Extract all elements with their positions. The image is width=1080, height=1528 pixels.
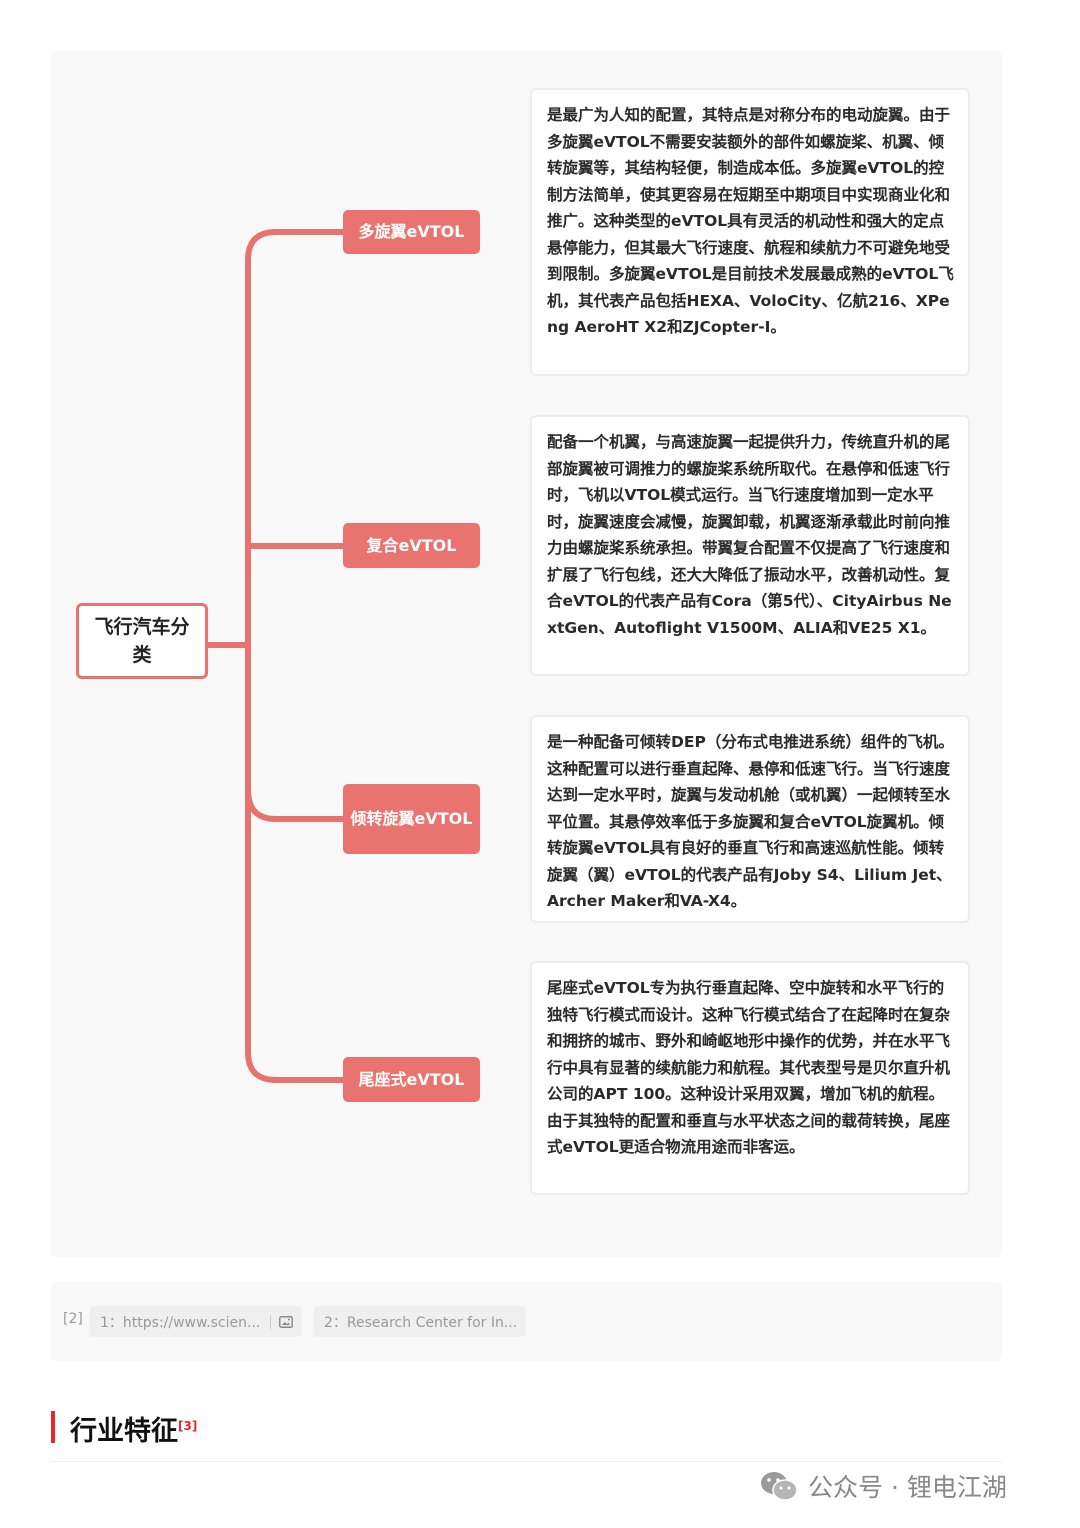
root-node: 飞行汽车分类	[76, 603, 208, 679]
section-divider	[51, 1461, 1002, 1462]
description-card-tiltrotor: 是一种配备可倾转DEP（分布式电推进系统）组件的飞机。这种配置可以进行垂直起降、…	[530, 715, 970, 923]
watermark-text: 公众号 · 锂电江湖	[808, 1473, 1007, 1502]
description-card-compound: 配备一个机翼，与高速旋翼一起提供升力，传统直升机的尾部旋翼被可调推力的螺旋桨系统…	[530, 415, 970, 676]
reference-index: [2]	[63, 1311, 83, 1327]
section-title-ref[interactable]: [3]	[178, 1419, 198, 1433]
section-title-text: 行业特征	[70, 1416, 178, 1447]
reference-chip-1[interactable]: 1：https://www.scien...	[90, 1306, 301, 1337]
description-card-multirotor: 是最广为人知的配置，其特点是对称分布的电动旋翼。由于多旋翼eVTOL不需要安装额…	[530, 88, 970, 376]
connector-branch-3	[245, 789, 343, 822]
connector-branch-1	[245, 229, 343, 261]
section-accent-bar	[51, 1411, 55, 1443]
branch-node-tailsitter: 尾座式eVTOL	[343, 1057, 480, 1102]
wechat-icon	[761, 1472, 798, 1501]
branch-node-tiltrotor: 倾转旋翼eVTOL	[343, 784, 480, 854]
reference-chip-2[interactable]: 2：Research Center for In...	[314, 1306, 525, 1337]
description-card-tailsitter: 尾座式eVTOL专为执行垂直起降、空中旋转和水平飞行的独特飞行模式而设计。这种飞…	[530, 961, 970, 1195]
branch-node-multirotor: 多旋翼eVTOL	[343, 210, 480, 254]
connector-branch-4	[245, 1051, 343, 1083]
chip-separator	[270, 1314, 272, 1329]
branch-node-compound: 复合eVTOL	[343, 523, 480, 568]
watermark: 公众号 · 锂电江湖	[760, 1466, 1007, 1506]
section-title: 行业特征[3]	[70, 1406, 197, 1452]
reference-chip-1-label: 1：https://www.scien...	[100, 1314, 261, 1331]
image-icon	[279, 1315, 294, 1328]
reference-chip-2-label: 2：Research Center for In...	[324, 1314, 518, 1331]
